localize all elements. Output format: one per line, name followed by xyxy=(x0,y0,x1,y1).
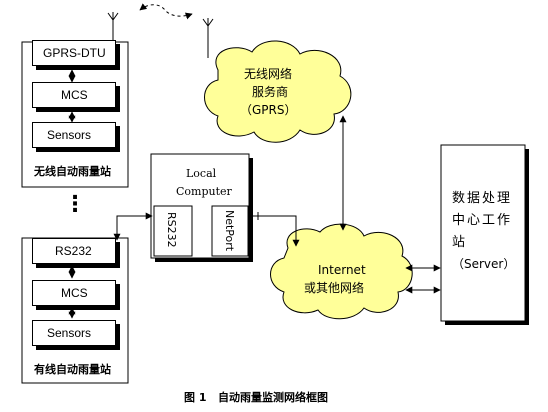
local-computer-title-1: Local xyxy=(186,167,217,180)
internet-label-1: Internet xyxy=(318,263,366,277)
local-computer-title-2: Computer xyxy=(176,185,232,198)
server-label-1: 数据处理 xyxy=(452,191,513,206)
module-label: MCS xyxy=(61,88,88,102)
module-label: Sensors xyxy=(47,128,92,142)
internet-label-2: 或其他网络 xyxy=(304,281,365,295)
netport-label: NetPort xyxy=(223,210,236,252)
wireless-module-gprs-dtu: GPRS-DTU xyxy=(32,40,116,66)
server-label-4: （Server） xyxy=(452,257,516,271)
figure-caption: 自动雨量监测网络框图 xyxy=(218,391,328,404)
wireless-link xyxy=(139,3,193,20)
wireless-module-sensors: Sensors xyxy=(32,122,116,148)
rs232-port-label: RS232 xyxy=(165,212,178,248)
wired-module-rs232: RS232 xyxy=(32,238,116,264)
wired-module-mcs: MCS xyxy=(32,280,116,306)
server-label-2: 中心工作 xyxy=(452,213,513,228)
link-wired-to-rs232 xyxy=(113,212,153,241)
gprs-label-2: 服务商 xyxy=(252,85,289,99)
stations-ellipsis: ⋮ xyxy=(64,192,86,217)
rs232-port-box xyxy=(153,205,193,257)
module-label: RS232 xyxy=(55,244,92,258)
internet-cloud xyxy=(270,223,413,320)
antenna-icon-gprs xyxy=(202,18,214,58)
wireless-station-title: 无线自动雨量站 xyxy=(34,165,111,178)
netport-box xyxy=(211,205,249,257)
wired-station-title: 有线自动雨量站 xyxy=(34,363,111,376)
link-netport-to-internet xyxy=(250,215,300,247)
server-box xyxy=(440,144,526,322)
wireless-module-mcs: MCS xyxy=(32,82,116,108)
module-label: GPRS-DTU xyxy=(43,46,106,60)
gprs-label-3: （GPRS） xyxy=(240,103,297,117)
server-label-3: 站 xyxy=(452,235,466,250)
figure-number: 图 1 xyxy=(184,391,207,404)
module-label: Sensors xyxy=(47,326,92,340)
wired-module-sensors: Sensors xyxy=(32,320,116,346)
gprs-cloud xyxy=(204,40,352,143)
gprs-label-1: 无线网络 xyxy=(244,67,293,81)
module-label: MCS xyxy=(61,286,88,300)
